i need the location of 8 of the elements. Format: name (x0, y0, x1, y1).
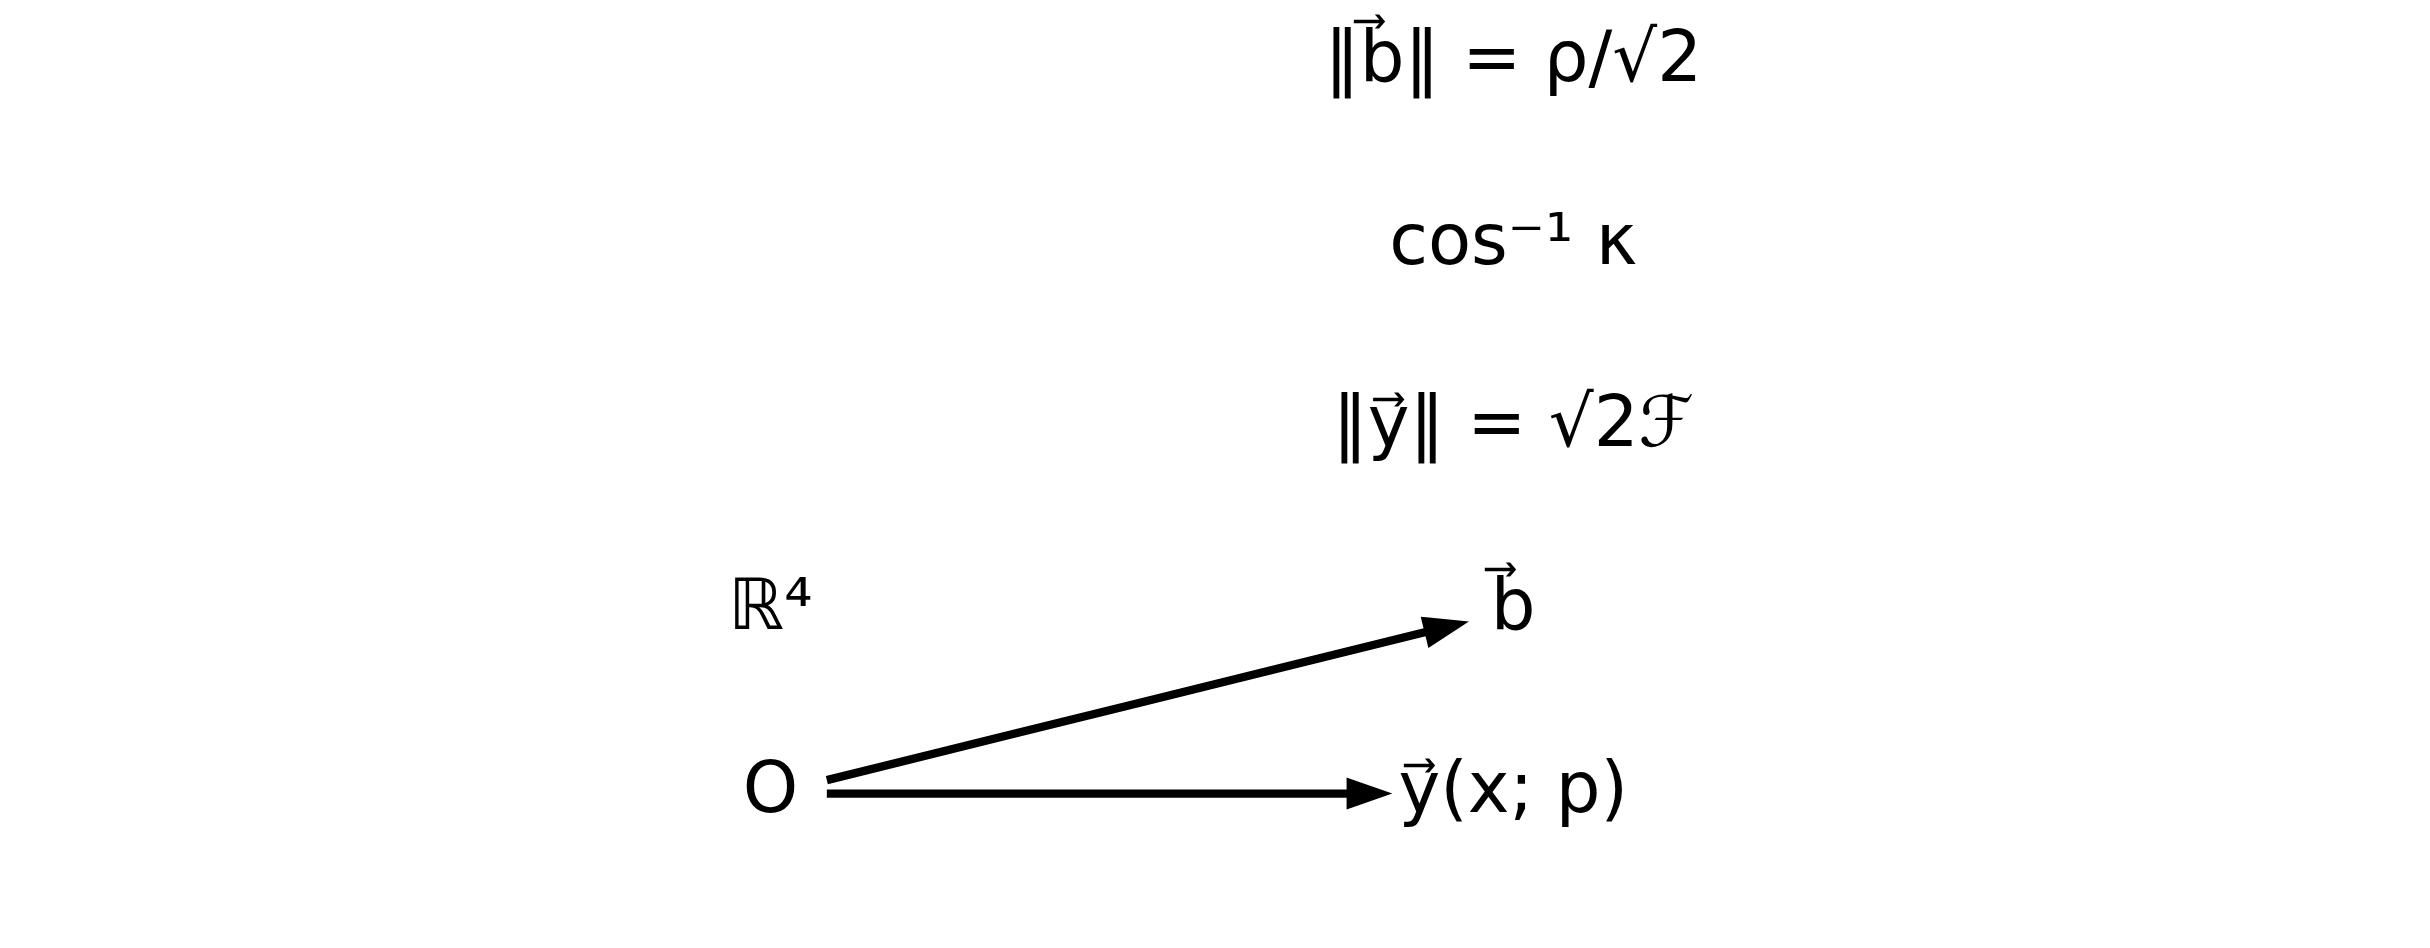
node-text: O (742, 746, 798, 829)
arrow (826, 777, 1392, 810)
label: ℝ⁴ (727, 563, 812, 646)
node-text: y⃗(x; p) (1398, 746, 1628, 829)
label: cos⁻¹ κ (1388, 198, 1637, 281)
label: ‖y⃗‖ = √2ℱ (1332, 381, 1694, 464)
label: ‖b⃗‖ = ρ/√2 (1323, 16, 1702, 99)
arrow (825, 616, 1469, 785)
